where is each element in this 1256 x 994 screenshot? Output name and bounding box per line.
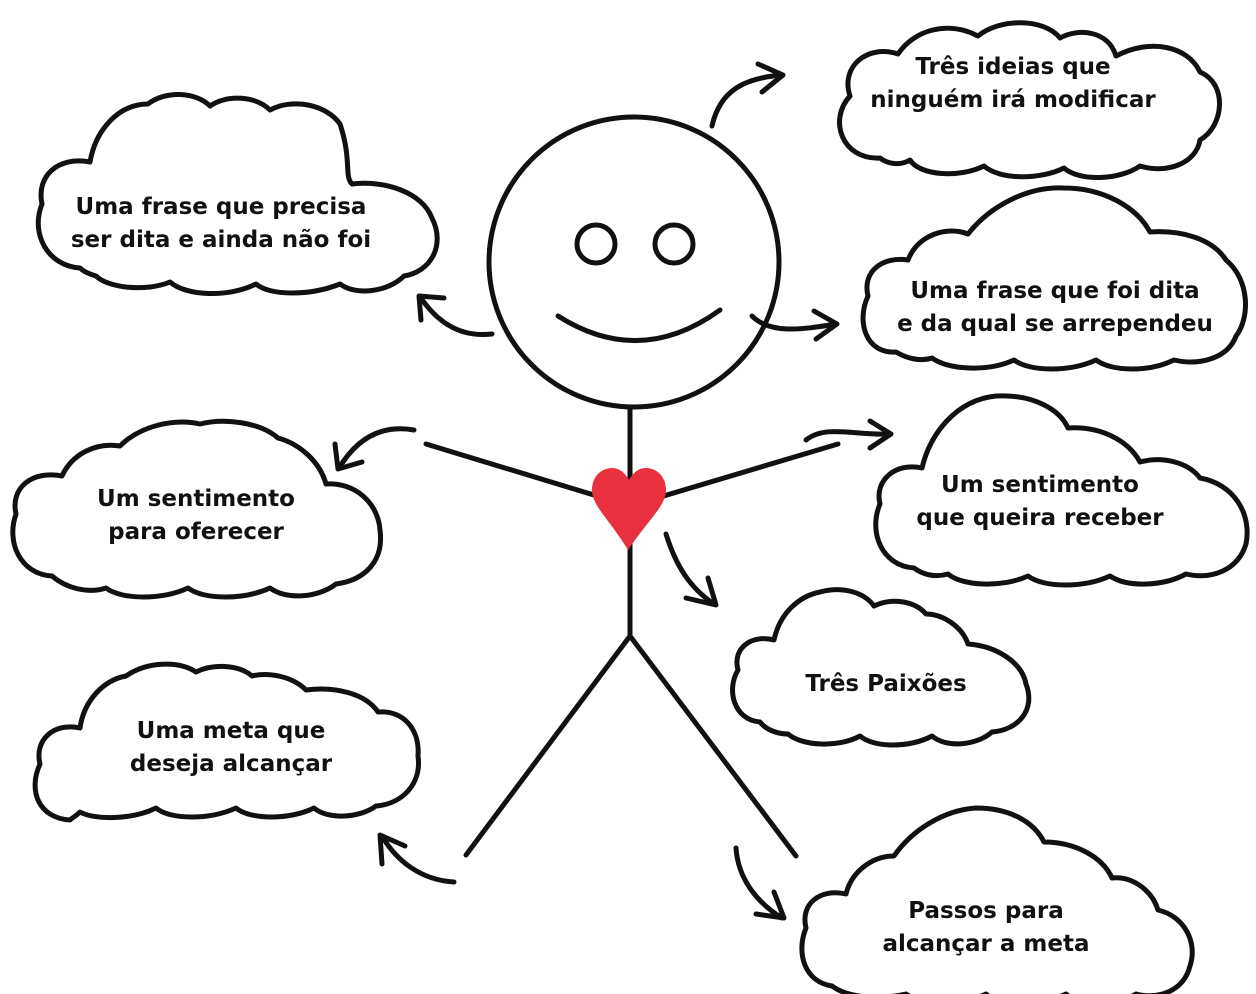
cloud-tres-ideias [837, 20, 1222, 180]
cloud-meta [32, 661, 421, 823]
heart-icon [592, 468, 666, 550]
cloud-label-frase-arrependida: Uma frase que foi dita e da qual se arre… [897, 278, 1213, 337]
cloud-tres-paixoes [730, 587, 1032, 748]
arrow-to-sentimento-oferecer [332, 426, 417, 472]
left-leg [463, 633, 633, 858]
cloud-label-tres-paixoes: Três Paixões [805, 670, 967, 697]
arrow-to-frase-arrependida [749, 308, 840, 342]
figure-head [486, 114, 782, 410]
arrow-to-passos [733, 845, 787, 921]
right-leg [627, 633, 799, 859]
cloud-sentimento-receber [873, 393, 1250, 588]
right-eye [652, 222, 696, 266]
arrow-to-tres-paixoes [663, 531, 719, 608]
arrow-to-meta [377, 832, 457, 885]
cloud-label-frase-nao-dita: Uma frase que precisa ser dita e ainda n… [70, 194, 372, 253]
arrow-to-sentimento-receber [803, 418, 894, 451]
smile-mouth [555, 307, 723, 343]
left-eye [574, 222, 618, 266]
cloud-label-passos: Passos para alcançar a meta [882, 898, 1090, 957]
cloud-label-sentimento-oferecer: Um sentimento para oferecer [97, 486, 295, 545]
cloud-sentimento-oferecer [10, 418, 384, 600]
cloud-frase-nao-dita [35, 91, 440, 296]
cloud-passos [799, 805, 1195, 994]
cloud-label-tres-ideias: Três ideias que ninguém irá modificar [870, 54, 1156, 113]
cloud-label-meta: Uma meta que deseja alcançar [129, 718, 333, 777]
arrow-to-tres-ideias [709, 61, 786, 129]
cloud-label-sentimento-receber: Um sentimento que queira receber [916, 472, 1164, 531]
cloud-frase-arrependida [860, 185, 1248, 372]
arrow-to-frase-nao-dita [416, 293, 495, 338]
